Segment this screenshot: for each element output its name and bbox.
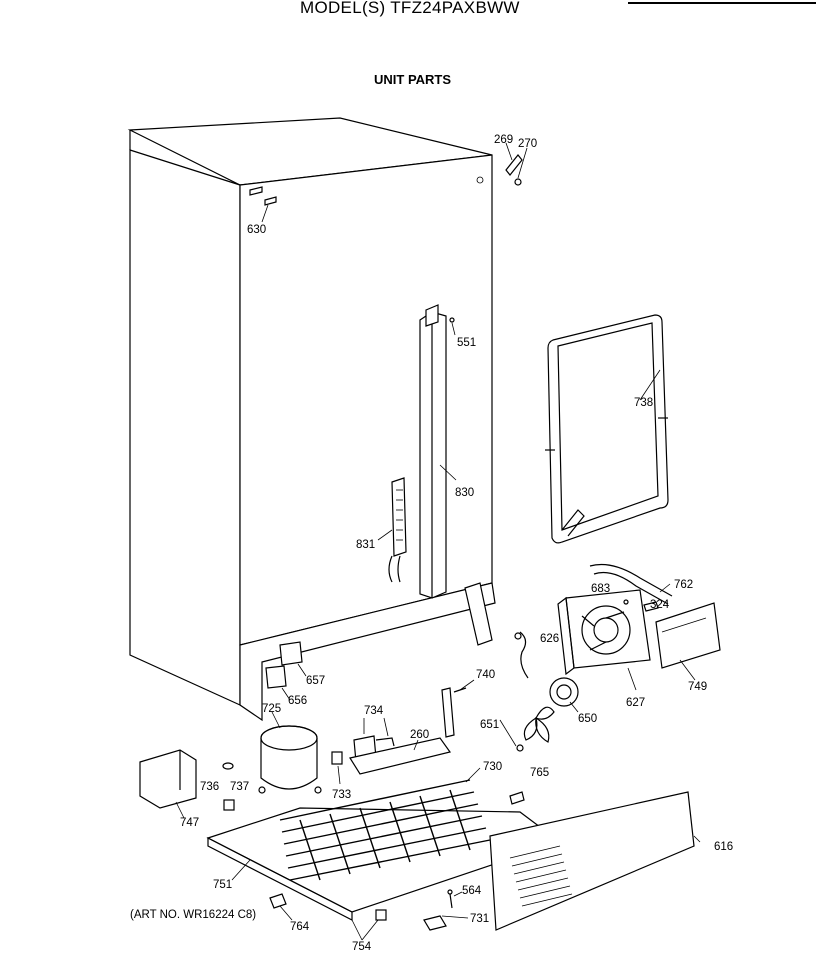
part-749-drawing [655, 602, 721, 681]
part-754-drawing [351, 909, 387, 941]
callout-747: 747 [180, 817, 199, 829]
part-831-drawing [377, 477, 407, 583]
part-627-drawing [557, 589, 651, 691]
callout-725: 725 [262, 703, 281, 715]
callout-651: 651 [480, 719, 499, 731]
part-731-drawing [423, 915, 447, 931]
part-733-drawing [331, 751, 343, 785]
callout-740: 740 [476, 669, 495, 681]
part-656-drawing [265, 665, 291, 701]
callout-683: 683 [591, 583, 610, 595]
callout-260: 260 [410, 729, 429, 741]
callout-564: 564 [462, 885, 482, 897]
callout-labels: 269 270 630 551 738 830 831 683 762 324 … [180, 134, 733, 953]
callout-831: 831 [356, 539, 375, 551]
header-rule [628, 2, 816, 4]
section-title: UNIT PARTS [374, 72, 452, 87]
part-762-drawing [589, 563, 673, 605]
art-number: (ART NO. WR16224 C8) [130, 909, 256, 921]
callout-751: 751 [213, 879, 232, 891]
callout-730: 730 [483, 761, 502, 773]
callout-765: 765 [530, 767, 549, 779]
model-line: MODEL(S) TFZ24PAXBWW [300, 0, 520, 17]
part-324-drawing [643, 601, 659, 612]
callout-731: 731 [470, 913, 489, 925]
callout-733: 733 [332, 789, 351, 801]
part-657-drawing [279, 641, 307, 677]
callout-630: 630 [247, 224, 266, 236]
leader-lines [441, 719, 517, 919]
part-747-drawing [139, 749, 197, 819]
callout-551: 551 [457, 337, 476, 349]
part-260-drawing [349, 737, 452, 775]
part-740-drawing [441, 679, 475, 738]
part-651-drawing [516, 706, 555, 752]
callout-627: 627 [626, 697, 645, 709]
part-725-drawing [258, 711, 322, 794]
callout-270: 270 [518, 138, 537, 150]
part-616-drawing [489, 791, 701, 931]
part-736-737-drawing [222, 762, 235, 811]
callout-754: 754 [352, 941, 372, 953]
callout-762: 762 [674, 579, 693, 591]
part-551-drawing [449, 317, 456, 336]
part-764-drawing [269, 893, 293, 921]
callout-626: 626 [540, 633, 559, 645]
part-269-270-drawing [505, 142, 528, 186]
callout-764: 764 [290, 921, 310, 933]
part-738-drawing [545, 314, 669, 544]
callout-650: 650 [578, 713, 597, 725]
part-765-drawing [509, 791, 525, 805]
callout-738: 738 [634, 397, 653, 409]
part-650-drawing [549, 677, 579, 713]
callout-830: 830 [455, 487, 474, 499]
callout-734: 734 [364, 705, 384, 717]
callout-324: 324 [650, 599, 670, 611]
callout-269: 269 [494, 134, 513, 146]
callout-749: 749 [688, 681, 707, 693]
callout-657: 657 [306, 675, 325, 687]
part-626-drawing [514, 631, 529, 679]
callout-737: 737 [230, 781, 249, 793]
callout-736: 736 [200, 781, 219, 793]
part-564-drawing [447, 889, 453, 909]
part-683-drawing [623, 599, 629, 605]
callout-616: 616 [714, 841, 733, 853]
part-730-drawing [279, 767, 491, 881]
part-630-drawing [249, 186, 277, 223]
part-830-drawing [419, 304, 493, 646]
callout-656: 656 [288, 695, 307, 707]
